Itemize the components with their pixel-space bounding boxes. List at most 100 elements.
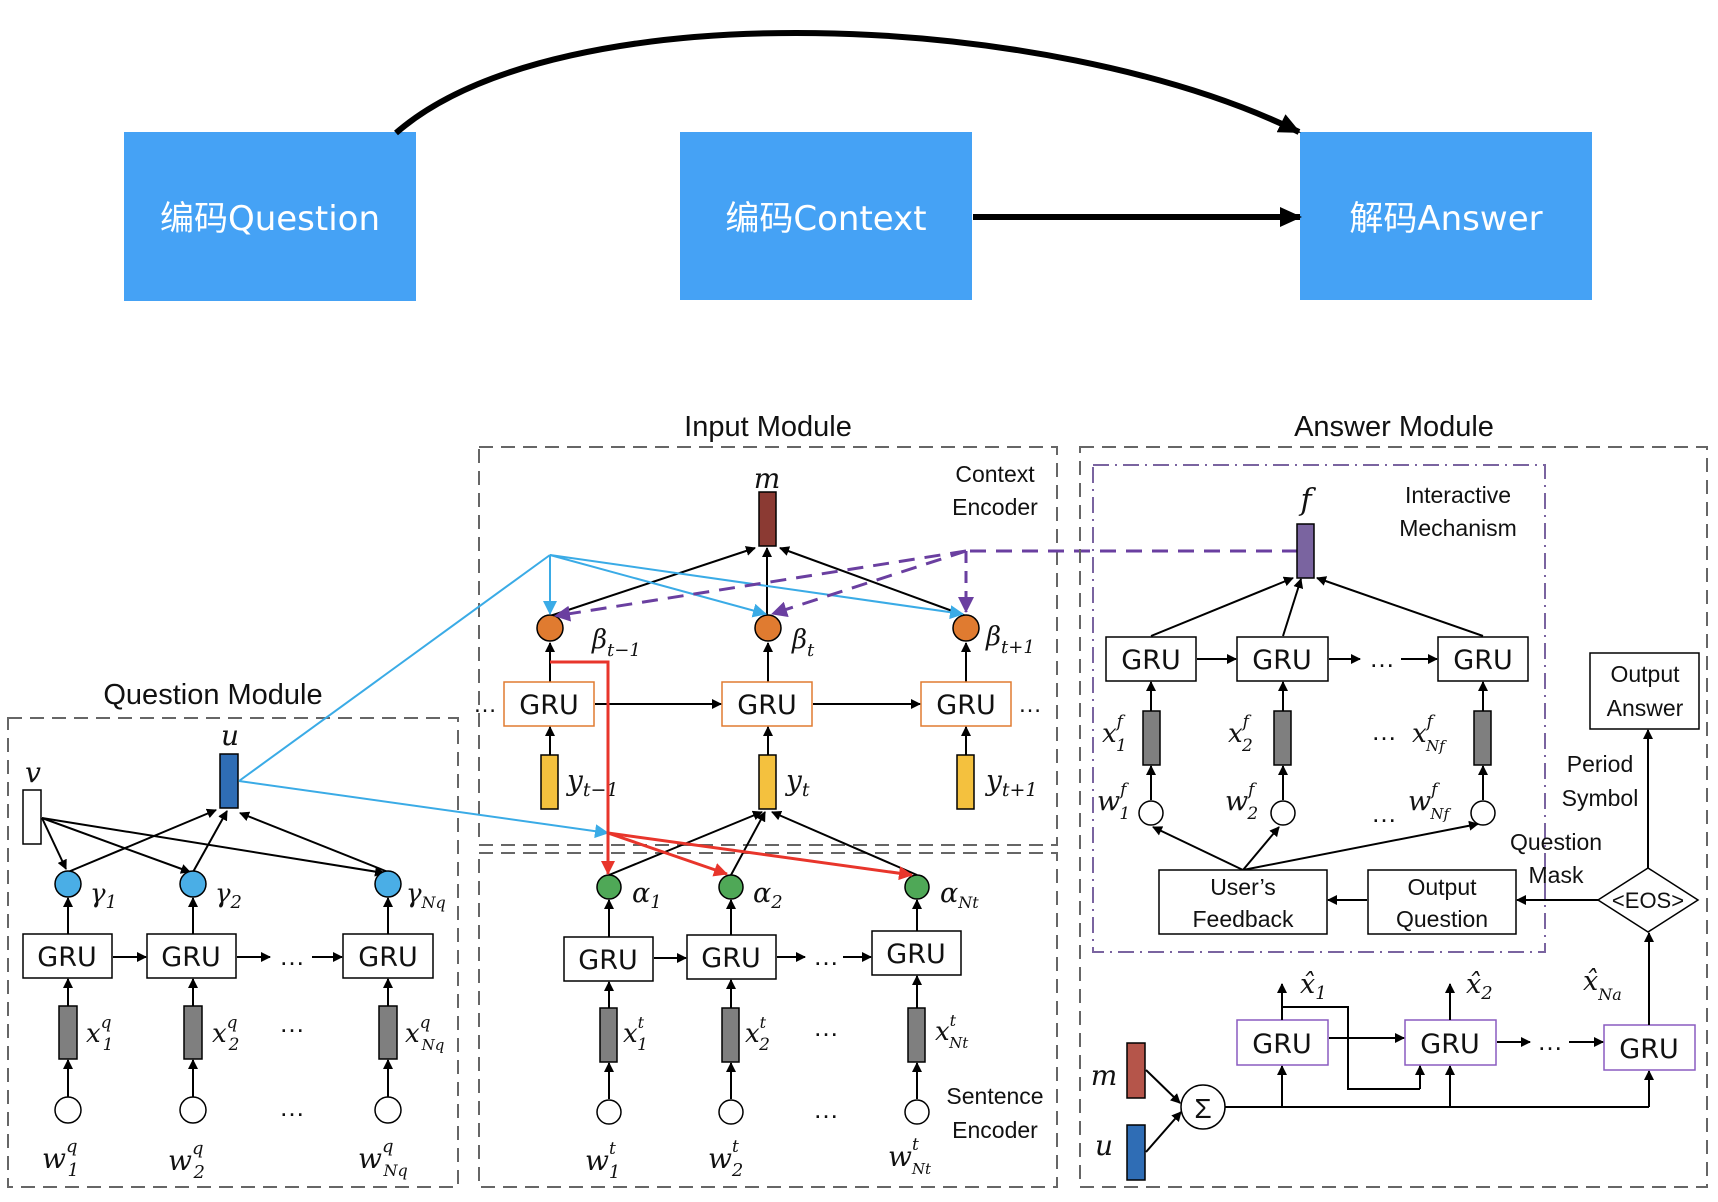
word-node: [718, 1099, 744, 1125]
x-vector: [599, 1007, 618, 1063]
context-gru-box: [920, 681, 1012, 727]
beta-to-m-arrow: [779, 546, 967, 617]
gru-label: GRU: [519, 690, 578, 721]
sentence-gru-box: [686, 934, 777, 980]
u-label: u: [1095, 1129, 1113, 1162]
output-question-label: Question: [1396, 906, 1488, 932]
sentence-gru-box: [563, 936, 654, 982]
output-question-label: Output: [1407, 874, 1477, 900]
context-gru-box: [503, 681, 595, 727]
input-module: Input Module Context Encoder Sentence En…: [473, 411, 1058, 1188]
alpha-node: [718, 874, 744, 900]
input-module-title: Input Module: [684, 411, 852, 443]
attention-flows: [238, 549, 1298, 881]
interactive-mechanism-label: Mechanism: [1399, 515, 1517, 541]
gamma-label: γ2: [215, 879, 242, 913]
ellipsis: …: [813, 1012, 839, 1042]
alpha-node: [904, 874, 930, 900]
gru-label: GRU: [1420, 1029, 1479, 1060]
gru-to-f-arrow: [1150, 576, 1294, 637]
y-label: yt: [784, 764, 810, 801]
gamma-label: γ1: [90, 879, 117, 913]
y-vector: [758, 754, 777, 810]
y-vector: [540, 754, 559, 810]
sentence-encoder-label: Sentence: [946, 1083, 1043, 1109]
xhat-label: x̂1: [1300, 969, 1327, 1004]
context-encoder-label: Context: [955, 461, 1035, 487]
gru-box: [146, 933, 237, 979]
ellipsis: …: [813, 1094, 839, 1124]
m-to-sum-arrow: [1145, 1069, 1181, 1104]
feedback-to-word-arrow: [1242, 820, 1479, 871]
x-vector: [183, 1005, 203, 1060]
eos-label: <EOS>: [1612, 888, 1684, 913]
gru-label: GRU: [1252, 1029, 1311, 1060]
alpha-label: α2: [753, 878, 783, 913]
beta-to-sentence-line: [550, 660, 610, 833]
users-feedback-box: [1158, 869, 1328, 935]
alpha-to-y-arrow: [771, 811, 918, 876]
period-symbol-label: Period: [1567, 751, 1633, 777]
gru-box: [342, 933, 434, 979]
x-vector: [907, 1007, 926, 1063]
word-node: [1470, 800, 1496, 826]
answer-module: Answer Module Interactive Mechanism f GR…: [1079, 411, 1708, 1188]
f-label: f: [1298, 483, 1316, 518]
red-to-alpha-arrow: [607, 831, 728, 877]
u-to-beta-arrow: [549, 554, 767, 618]
ellipsis: …: [279, 941, 305, 971]
users-feedback-label: User’s: [1210, 874, 1276, 900]
beta-node: [754, 614, 782, 642]
y-label: yt−1: [565, 764, 618, 801]
y-label: yt+1: [984, 764, 1037, 801]
encode-context-label: 编码Context: [725, 199, 926, 239]
period-symbol-label: Symbol: [1562, 785, 1639, 811]
interactive-mechanism-label: Interactive: [1405, 482, 1511, 508]
x-vector: [1142, 710, 1161, 766]
word-node: [1270, 800, 1296, 826]
alpha-node: [596, 874, 622, 900]
gru-label: GRU: [161, 942, 220, 973]
ellipsis: …: [1018, 691, 1042, 718]
users-feedback-label: Feedback: [1192, 906, 1294, 932]
v-to-gammaNq-arrow: [41, 817, 385, 877]
y-vector: [956, 754, 975, 810]
gamma-node: [179, 870, 207, 898]
beta-label: βt−1: [591, 625, 641, 661]
gru-label: GRU: [37, 942, 96, 973]
context-encoder-frame: [478, 446, 1058, 846]
u-to-context-attention-line: [238, 554, 551, 782]
gru-label: GRU: [1252, 645, 1311, 676]
gamma-node: [374, 870, 402, 898]
feedback-gru-box: [1437, 636, 1529, 682]
beta-label: βt: [791, 625, 815, 661]
f-to-beta-arrow: [771, 549, 967, 617]
decoder-gru-box: [1404, 1019, 1497, 1066]
ellipsis: …: [813, 941, 839, 971]
output-answer-box: [1589, 652, 1700, 730]
sum-symbol: Σ: [1194, 1093, 1211, 1124]
question-module-frame: [7, 717, 459, 1188]
gamma-node: [54, 870, 82, 898]
output-question-box: [1367, 869, 1517, 935]
v-vector: [22, 789, 42, 845]
gammaNq-to-u-arrow: [239, 811, 389, 873]
m-label: m: [754, 462, 781, 495]
u-vector: [1126, 1124, 1146, 1181]
gru-label: GRU: [701, 943, 760, 974]
v-label: v: [25, 756, 41, 789]
gru-to-f-arrow: [1282, 578, 1304, 637]
